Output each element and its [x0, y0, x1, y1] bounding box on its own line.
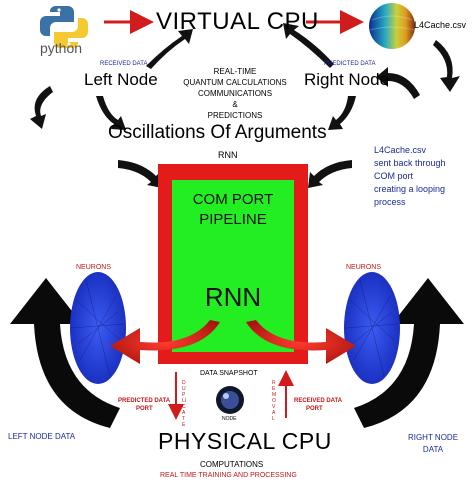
right-node-small-label: PREDICTED DATA [324, 61, 376, 67]
computations-label: COMPUTATIONS [200, 460, 264, 469]
node-ball-icon [216, 386, 244, 414]
received-port-line-1: RECEIVED DATA [294, 398, 343, 404]
left-node-data-label: LEFT NODE DATA [8, 432, 76, 441]
right-node-data-line-2: DATA [422, 445, 444, 454]
neuron-mesh [71, 279, 399, 377]
pipeline-inner-panel [172, 180, 294, 352]
left-neurons-label: NEURONS [76, 264, 112, 271]
center-line-3: COMMUNICATIONS [197, 89, 273, 98]
predicted-port-line-2: PORT [136, 406, 153, 412]
right-loop-arrow [354, 278, 464, 428]
received-port-line-2: PORT [306, 406, 323, 412]
left-red-output-arrow [110, 320, 220, 364]
right-node-data-label: RIGHT NODE DATA [398, 432, 468, 456]
center-line-5: PREDICTIONS [207, 111, 263, 120]
center-line-2: QUANTUM CALCULATIONS [183, 78, 287, 87]
rnn-top-label: RNN [218, 150, 238, 160]
right-node-data-line-1: RIGHT NODE [407, 433, 459, 442]
right-red-output-arrow [246, 320, 356, 364]
right-neurons-label: NEURONS [346, 264, 382, 271]
right-node-label: Right Node [304, 70, 390, 89]
oscillations-title: Oscillations Of Arguments [108, 122, 327, 143]
side-note-line-3: COM port [374, 171, 414, 181]
python-logo-icon [40, 5, 88, 49]
predicted-port-line-1: PREDICTED DATA [118, 398, 171, 404]
l4cache-label: L4Cache.csv [414, 20, 467, 30]
realtime-label: REAL TIME TRAINING AND PROCESSING [160, 472, 297, 479]
left-node-label: Left Node [84, 70, 158, 89]
node-label: NODE [222, 416, 237, 422]
side-note-line-4: creating a looping [374, 184, 446, 194]
pipeline-title: COM PORT PIPELINE [172, 190, 294, 230]
physical-cpu-title: PHYSICAL CPU [158, 428, 332, 454]
pipeline-line-1: COM PORT [192, 191, 274, 208]
left-node-small-label: RECEIVED DATA [100, 61, 148, 67]
pipeline-line-2: PIPELINE [199, 211, 267, 228]
duplicate-label: DUPLICATE [182, 380, 187, 428]
side-note: L4Cache.csv sent back through COM port c… [374, 144, 472, 209]
center-line-4: & [232, 100, 238, 109]
virtual-cpu-title: VIRTUAL CPU [156, 8, 319, 35]
center-line-1: REAL-TIME [213, 67, 257, 76]
flow-arrows [30, 23, 460, 188]
l4cache-globe-icon [369, 3, 415, 49]
data-snapshot-label: DATA SNAPSHOT [200, 370, 258, 377]
left-loop-arrow [10, 278, 120, 428]
side-note-line-1: L4Cache.csv [374, 145, 427, 155]
removal-label: REMOVAL [272, 380, 277, 422]
python-label: python [40, 40, 83, 56]
center-description: REAL-TIME QUANTUM CALCULATIONS COMMUNICA… [160, 66, 310, 121]
side-note-line-2: sent back through [374, 158, 446, 168]
side-note-line-5: process [374, 197, 406, 207]
pipeline-rnn-label: RNN [204, 282, 262, 312]
